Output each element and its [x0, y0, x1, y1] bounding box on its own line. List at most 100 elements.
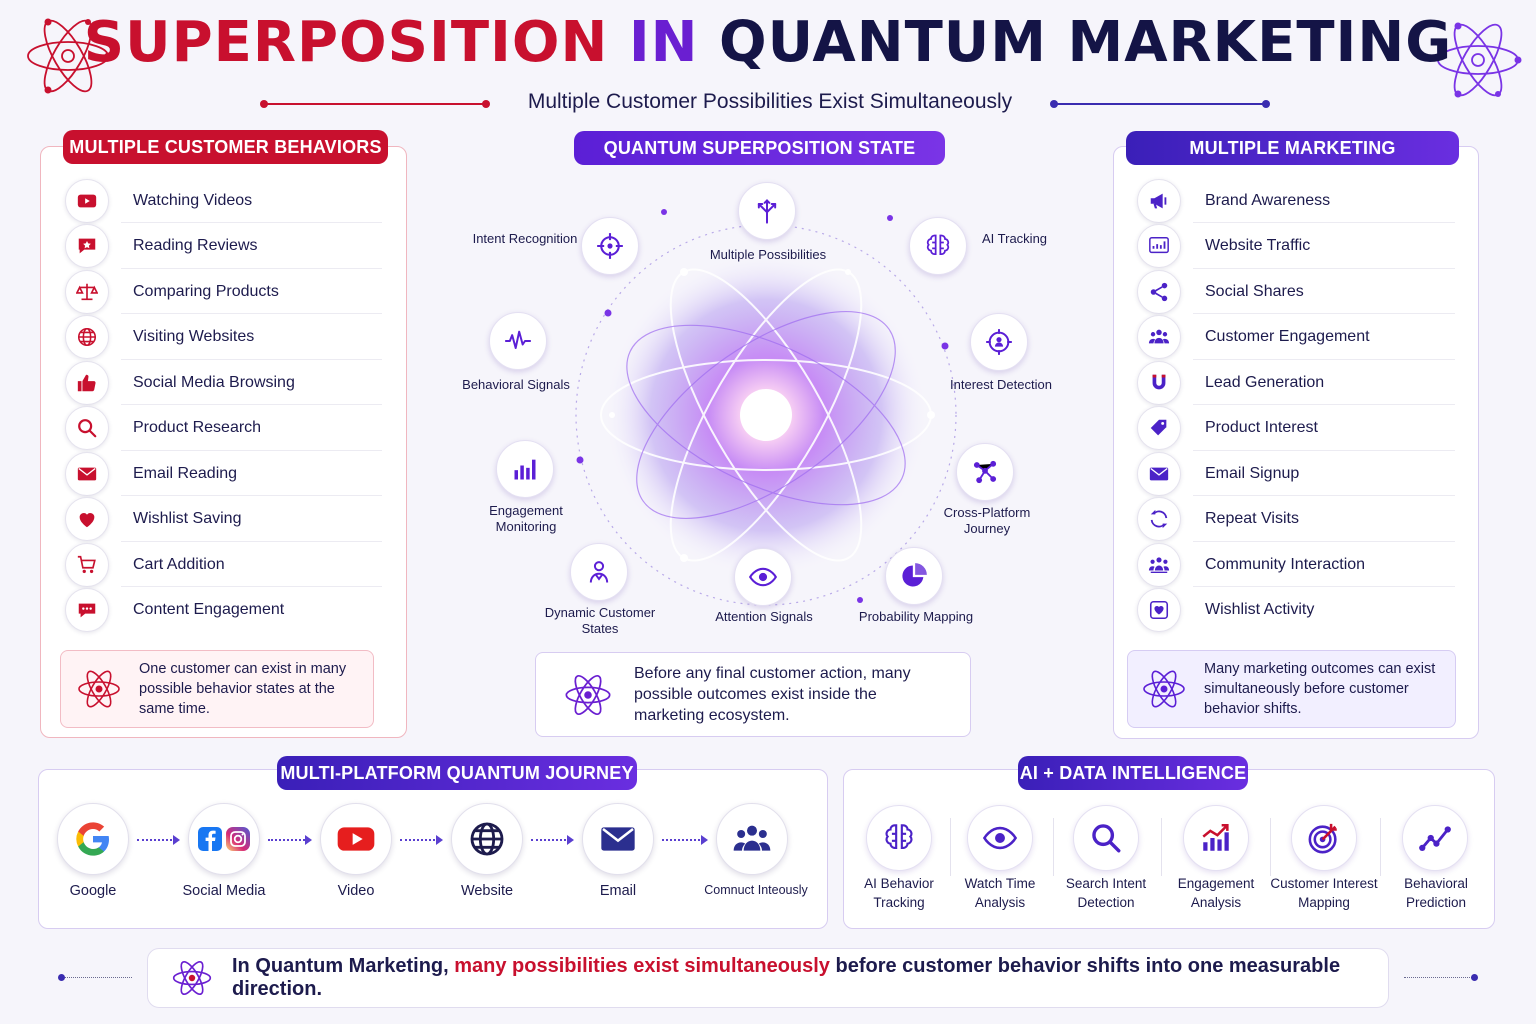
ai-item-target: [1291, 805, 1357, 871]
journey-step-label: Comnuct Inteously: [704, 883, 808, 897]
journey-step-social-media: [188, 803, 260, 875]
eye-icon: [983, 821, 1017, 855]
review-star-icon: [65, 224, 109, 268]
ai-item-divider: [949, 818, 951, 876]
ai-item-label: Watch Time Analysis: [964, 876, 1036, 910]
marketing-label: Community Interaction: [1205, 555, 1366, 573]
network-nodes-node: [956, 443, 1014, 501]
person-node: [570, 543, 628, 601]
journey-arrow: [662, 835, 708, 845]
ai-item-brain-chip: [866, 805, 932, 871]
banner-rule-right: [1404, 974, 1478, 981]
bar-chart-node: [496, 440, 554, 498]
ai-item-divider: [1053, 818, 1054, 876]
waveform-node: [489, 312, 547, 370]
pie-chart-icon: [900, 562, 928, 590]
behavior-label: Comparing Products: [133, 282, 279, 300]
refresh-icon: [1137, 497, 1181, 541]
behavior-list-item: Content Engagement: [65, 588, 382, 633]
search-icon: [1089, 821, 1123, 855]
marketing-label: Website Traffic: [1205, 237, 1311, 254]
marketing-label: Repeat Visits: [1205, 510, 1299, 527]
people-group-icon: [1137, 315, 1181, 359]
envelope-icon: [598, 819, 638, 859]
behavior-list-item: Social Media Browsing: [65, 360, 382, 405]
superposition-node-label: Probability Mapping: [858, 609, 974, 624]
title-part-in: IN: [628, 10, 699, 75]
social-media-icon: [197, 826, 251, 852]
journey-arrow: [137, 835, 180, 845]
superposition-node-label: Behavioral Signals: [462, 377, 570, 392]
ai-item-divider: [1161, 818, 1162, 876]
journey-step-globe: [451, 803, 523, 875]
marketing-list-item: Brand Awareness: [1137, 178, 1455, 223]
branching-arrows-node: [738, 182, 796, 240]
ai-item-divider: [1270, 818, 1271, 876]
envelope-icon: [65, 451, 109, 496]
journey-step-label: Video: [337, 883, 375, 899]
share-icon: [1137, 269, 1181, 314]
marketing-label: Product Interest: [1205, 419, 1318, 436]
analytics-icon: [1137, 224, 1181, 268]
journey-step-envelope: [582, 803, 654, 875]
journey-title: MULTI-PLATFORM QUANTUM JOURNEY: [277, 756, 637, 790]
atom-icon: [1143, 670, 1185, 708]
superposition-note-text: Before any final customer action, many p…: [634, 665, 911, 724]
behavior-label: Reading Reviews: [133, 237, 258, 254]
journey-step-google: [57, 803, 129, 875]
marketing-label: Brand Awareness: [1205, 191, 1331, 209]
crosshair-node: [581, 217, 639, 275]
target-icon: [1307, 821, 1341, 855]
ai-item-label: Search Intent Detection: [1065, 876, 1147, 910]
journey-step-label: Google: [69, 883, 117, 899]
pie-chart-node: [885, 547, 943, 605]
ai-intelligence-title: AI + DATA INTELLIGENCE: [1018, 756, 1248, 790]
banner-part-1: In Quantum Marketing,: [232, 955, 449, 977]
subtitle-rule-left: [260, 100, 490, 108]
journey-step-label: Website: [460, 883, 514, 899]
youtube-icon: [336, 819, 376, 859]
bar-chart-icon: [511, 455, 539, 483]
video-play-icon: [65, 178, 109, 223]
behavior-label: Content Engagement: [133, 601, 285, 618]
ai-item-divider: [1380, 818, 1381, 876]
marketing-list-item: Product Interest: [1137, 406, 1455, 451]
target-person-icon: [985, 328, 1013, 356]
google-icon: [73, 819, 113, 859]
marketing-list-item: Customer Engagement: [1137, 315, 1455, 360]
waveform-icon: [504, 327, 532, 355]
globe-icon: [467, 819, 507, 859]
summary-banner-text: In Quantum Marketing, many possibilities…: [232, 955, 1388, 1001]
summary-banner: In Quantum Marketing, many possibilities…: [147, 948, 1389, 1008]
marketing-possibilities-title: MULTIPLE MARKETING POSSIBILITIES: [1126, 131, 1459, 192]
globe-icon: [65, 315, 109, 359]
growth-chart-icon: [1199, 821, 1233, 855]
marketing-list-item: Website Traffic: [1137, 224, 1455, 269]
superposition-node-label: Attention Signals: [715, 609, 813, 624]
marketing-label: Email Signup: [1205, 464, 1300, 482]
atom-icon: [565, 674, 611, 715]
marketing-list-item: Email Signup: [1137, 451, 1455, 496]
behavior-list-item: Reading Reviews: [65, 224, 382, 269]
subtitle-rule-right: [1050, 100, 1270, 108]
envelope-icon: [1137, 451, 1181, 496]
ai-intelligence-panel: [843, 769, 1495, 929]
ai-item-label: Engagement Analysis: [1177, 876, 1255, 910]
banner-rule-left: [58, 974, 132, 981]
marketing-list-item: Repeat Visits: [1137, 497, 1455, 542]
page-subtitle: Multiple Customer Possibilities Exist Si…: [527, 90, 1013, 113]
ai-item-eye: [967, 805, 1033, 871]
behavior-label: Wishlist Saving: [133, 510, 242, 527]
marketing-label: Customer Engagement: [1205, 328, 1370, 345]
behavior-label: Email Reading: [133, 464, 238, 482]
superposition-node-label: Cross-Platform Journey: [943, 505, 1031, 536]
person-icon: [585, 558, 613, 586]
brain-chip-node: [909, 217, 967, 275]
behavior-label: Watching Videos: [133, 191, 253, 209]
title-part-quantum-marketing: QUANTUM MARKETING: [719, 10, 1453, 75]
marketing-label: Social Shares: [1205, 282, 1304, 300]
marketing-label: Wishlist Activity: [1205, 601, 1315, 618]
target-person-node: [970, 313, 1028, 371]
ai-item-trend-line: [1402, 805, 1468, 871]
superposition-node-label: AI Tracking: [982, 231, 1048, 246]
